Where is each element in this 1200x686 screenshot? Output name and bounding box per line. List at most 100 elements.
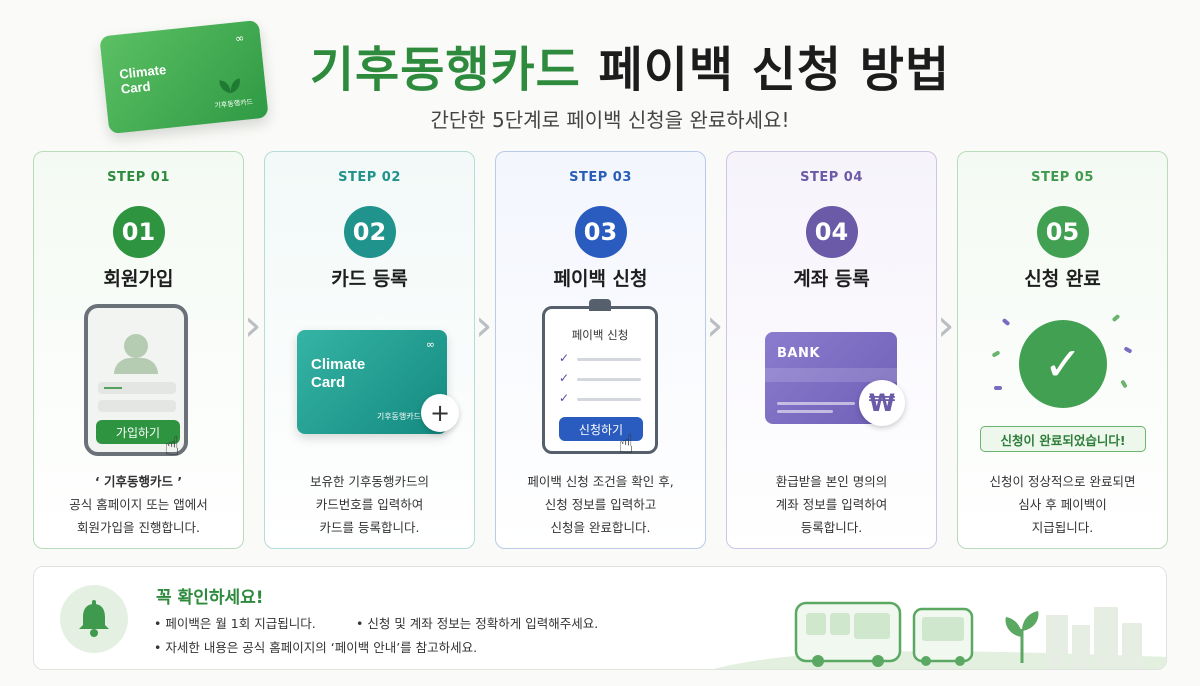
page-subtitle: 간단한 5단계로 페이백 신청을 완료하세요! [430,108,790,132]
step-desc-line: 등록합니다. [800,520,863,535]
step-desc-line: 카드를 등록합니다. [319,520,420,535]
bell-icon [60,585,128,653]
apply-button[interactable]: 신청하기 [559,417,643,441]
step-desc-line: 신청이 정상적으로 완료되면 [989,474,1136,489]
step-label: STEP 02 [338,170,401,185]
step-desc-line: 신청 정보를 입력하고 [544,497,657,512]
step-title: 페이백 신청 [553,268,648,290]
step-card-4: STEP 04 04 계좌 등록 BANK ₩ 환급받을 본인 명의의 계좌 정… [726,151,937,549]
form-field [98,382,176,394]
step-card-1: STEP 01 01 회원가입 가입하기 ☝ ‘ 기후동행카드 ’ 공식 홈페이… [33,151,244,549]
step-title: 회원가입 [103,268,174,290]
step-number-badge: 01 [112,206,165,258]
bank-card-icon: BANK [765,332,897,424]
card-logo-icon: ∞ [425,338,435,351]
completed-badge: 신청이 완료되었습니다! [980,426,1146,452]
page-title: 기후동행카드 페이백 신청 방법 [0,30,1200,100]
step-title: 신청 완료 [1024,268,1101,290]
card-icon: ∞ Climate Card 기후동행카드 [297,330,447,434]
join-button[interactable]: 가입하기 [96,420,180,444]
step-desc-line: 신청을 완료합니다. [550,520,651,535]
notice-item: • 페이백은 월 1회 지급됩니다. [154,616,316,631]
checklist-row: ✓ [559,351,643,365]
checklist-row: ✓ [559,391,643,405]
climate-card-icon: ∞ Climate Card 기후동행카드 [99,19,269,135]
step-number-badge: 03 [574,206,627,258]
step-desc-line: 공식 홈페이지 또는 앱에서 [69,497,208,512]
notice-panel: 꼭 확인하세요! • 페이백은 월 1회 지급됩니다. • 신청 및 계좌 정보… [33,566,1167,670]
step-title: 계좌 등록 [793,268,870,290]
notice-item: • 자세한 내용은 공식 홈페이지의 ‘페이백 안내’를 참고하세요. [154,640,478,655]
chevron-right-icon: › [244,300,262,351]
card-text-line-1: Climate [311,356,366,373]
step-description: 환급받을 본인 명의의 계좌 정보를 입력하여 등록합니다. [735,470,928,539]
city-bus-illustration [713,601,1166,669]
add-card-icon[interactable]: + [421,394,459,432]
step-description: 신청이 정상적으로 완료되면 심사 후 페이백이 지급됩니다. [966,470,1159,539]
step-card-2: STEP 02 02 카드 등록 ∞ Climate Card 기후동행카드 +… [264,151,475,549]
step-desc-line: 회원가입을 진행합니다. [77,520,200,535]
sparkle [1111,313,1121,323]
bus-icon [794,601,902,667]
chevron-right-icon: › [475,300,493,351]
phone-icon [84,304,188,456]
notice-item: • 신청 및 계좌 정보는 정확하게 입력해주세요. [356,616,599,631]
step-illustration: ✓ 신청이 완료되었습니다! [958,298,1167,458]
step-illustration: BANK ₩ [727,298,936,458]
leaf-icon [219,78,240,94]
won-currency-icon: ₩ [859,380,905,426]
step-description: 페이백 신청 조건을 확인 후, 신청 정보를 입력하고 신청을 완료합니다. [504,470,697,539]
step-desc-line: 페이백 신청 조건을 확인 후, [527,474,674,489]
step-number-badge: 02 [343,206,396,258]
step-label: STEP 04 [800,170,863,185]
sparkle [994,386,1002,390]
card-sub-label: 기후동행카드 [376,412,421,421]
check-icon: ✓ [559,371,570,385]
clipboard-icon: 페이백 신청 ✓ ✓ ✓ 신청하기 [542,299,658,454]
chevron-right-icon: › [937,300,955,351]
step-desc-line: 심사 후 페이백이 [1018,497,1107,512]
step-description: 보유한 기후동행카드의 카드번호를 입력하여 카드를 등록합니다. [273,470,466,539]
step-title: 카드 등록 [331,268,408,290]
pointer-hand-icon: ☝ [164,432,180,462]
step-desc-line: ‘ 기후동행카드 ’ [94,474,183,489]
user-avatar-head [124,334,148,358]
form-field [98,400,176,412]
check-icon: ✓ [559,351,570,365]
step-desc-line: 환급받을 본인 명의의 [775,474,888,489]
checklist-row: ✓ [559,371,643,385]
card-text-line-2: Card [311,374,346,391]
sparkle [991,350,1001,358]
sprout-icon [1005,611,1039,663]
step-illustration: ∞ Climate Card 기후동행카드 + [265,298,474,458]
step-illustration: 페이백 신청 ✓ ✓ ✓ 신청하기 ☝ [496,298,705,460]
form-title: 페이백 신청 [571,328,629,342]
sparkle [1001,317,1011,327]
step-card-5: STEP 05 05 신청 완료 ✓ 신청이 완료되었습니다! 신청이 정상적으… [957,151,1168,549]
clipboard-clip [589,299,611,311]
step-illustration: 가입하기 ☝ [34,298,243,462]
step-desc-line: 카드번호를 입력하여 [315,497,424,512]
page-title-dark: 페이백 신청 방법 [598,42,951,98]
step-description: ‘ 기후동행카드 ’ 공식 홈페이지 또는 앱에서 회원가입을 진행합니다. [42,470,235,539]
sparkle [1123,346,1133,354]
step-label: STEP 05 [1031,170,1094,185]
page-title-green: 기후동행카드 [309,42,581,98]
bus-icon [912,607,974,666]
user-avatar-body [114,358,158,374]
chevron-right-icon: › [706,300,724,351]
step-label: STEP 01 [107,170,170,185]
check-icon: ✓ [1019,320,1107,408]
step-card-3: STEP 03 03 페이백 신청 페이백 신청 ✓ ✓ ✓ 신청하기 ☝ 페이… [495,151,706,549]
check-icon: ✓ [559,391,570,405]
sparkle [1120,379,1128,389]
pointer-hand-icon: ☝ [618,430,634,460]
step-desc-line: 지급됩니다. [1031,520,1094,535]
step-desc-line: 보유한 기후동행카드의 [310,474,429,489]
step-number-badge: 05 [1036,206,1089,258]
notice-title: 꼭 확인하세요! [156,588,264,608]
step-label: STEP 03 [569,170,632,185]
step-number-badge: 04 [805,206,858,258]
bank-label: BANK [777,346,820,361]
step-desc-line: 계좌 정보를 입력하여 [775,497,888,512]
